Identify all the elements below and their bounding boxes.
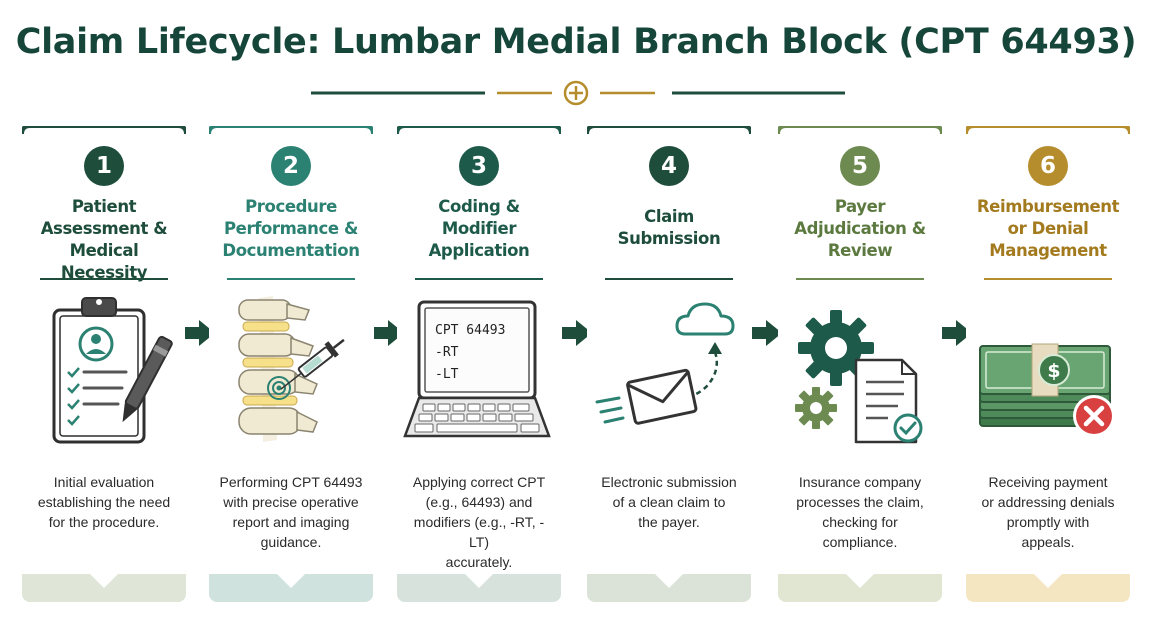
- screen-line-1: CPT 64493: [435, 323, 505, 338]
- step-rule: [40, 278, 168, 280]
- step-rule: [605, 278, 733, 280]
- flow-arrow-icon: [942, 320, 972, 346]
- step-number-2: 2: [271, 146, 311, 186]
- dollar-sign: $: [1047, 360, 1060, 382]
- step-rule: [984, 278, 1112, 280]
- step-card-1: 1 Patient Assessment & Medical Necessity…: [22, 126, 186, 602]
- step-number-6: 6: [1028, 146, 1068, 186]
- flow-arrow-icon: [752, 320, 782, 346]
- step-card-4: 4 Claim Submission Electronic submission…: [587, 126, 751, 602]
- screen-line-2: -RT: [435, 345, 459, 360]
- step-card-2: 2 Procedure Performance & Documentation: [209, 126, 373, 602]
- step-title-2: Procedure Performance & Documentation: [222, 197, 360, 260]
- step-description-3: Applying correct CPT (e.g., 64493) and m…: [412, 474, 546, 570]
- clipboard-pen-icon: [52, 297, 173, 444]
- step-card-6: 6 Reimbursement or Denial Management $ R…: [966, 126, 1130, 602]
- flow-arrow-icon: [562, 320, 592, 346]
- step-number-5: 5: [840, 146, 880, 186]
- step-rule: [415, 278, 543, 280]
- step-rule: [227, 278, 355, 280]
- money-denial-icon: $: [979, 343, 1115, 437]
- gears-document-icon: [795, 310, 923, 444]
- page-title: Claim Lifecycle: Lumbar Medial Branch Bl…: [15, 22, 1137, 62]
- step-description-1: Initial evaluation establishing the need…: [37, 474, 171, 530]
- flow-arrow-icon: [185, 320, 215, 346]
- step-description-6: Receiving payment or addressing denials …: [981, 474, 1115, 550]
- email-cloud-icon: [595, 302, 735, 425]
- step-title-6: Reimbursement or Denial Management: [976, 197, 1120, 260]
- step-description-2: Performing CPT 64493 with precise operat…: [219, 474, 363, 550]
- spine-injection-icon: [238, 296, 345, 442]
- step-card-5: 5 Payer Adjudication & Review: [778, 126, 942, 602]
- computer-code-icon: CPT 64493 -RT -LT: [403, 300, 551, 438]
- step-card-3: 3 Coding & Modifier Application CPT 6449…: [397, 126, 561, 602]
- screen-line-3: -LT: [435, 367, 459, 382]
- step-description-4: Electronic submission of a clean claim t…: [601, 474, 737, 530]
- step-title-1: Patient Assessment & Medical Necessity: [40, 197, 168, 282]
- flow-arrow-icon: [374, 320, 404, 346]
- step-number-3: 3: [459, 146, 499, 186]
- step-number-1: 1: [84, 146, 124, 186]
- step-title-4: Claim Submission: [617, 207, 721, 248]
- step-description-5: Insurance company processes the claim, c…: [796, 474, 924, 550]
- step-title-3: Coding & Modifier Application: [428, 197, 530, 260]
- step-number-4: 4: [649, 146, 689, 186]
- step-rule: [796, 278, 924, 280]
- title-ornament: [311, 80, 845, 106]
- step-title-5: Payer Adjudication & Review: [794, 197, 926, 260]
